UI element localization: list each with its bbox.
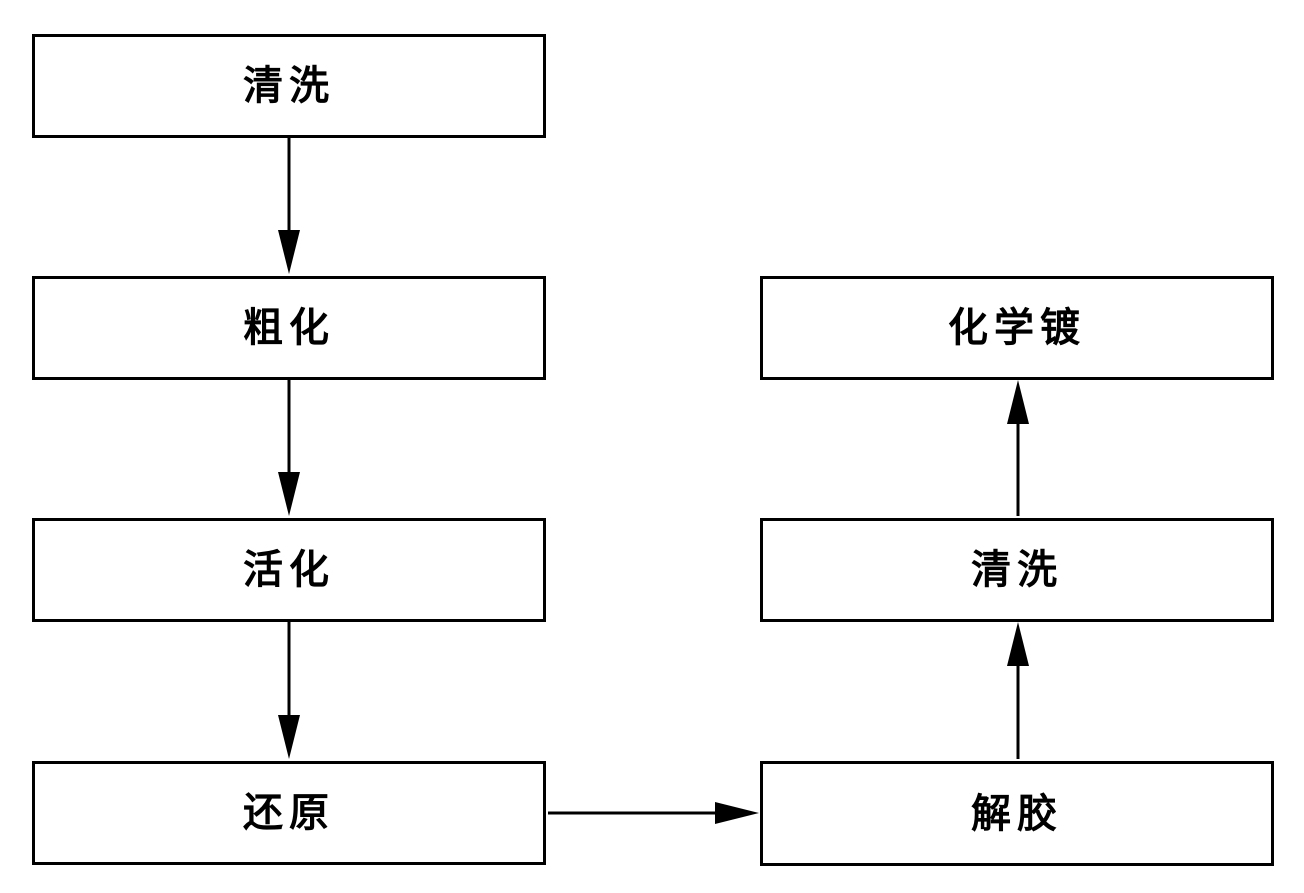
arrow-roughen-to-activate — [278, 380, 300, 516]
arrow-clean-to-roughen — [278, 138, 300, 274]
step-activate-label: 活化 — [243, 547, 335, 593]
step-activate-box: 活化 — [32, 518, 546, 622]
step-clean-label: 清洗 — [243, 63, 335, 109]
step-reduce-box: 还原 — [32, 761, 546, 865]
step-roughen-box: 粗化 — [32, 276, 546, 380]
arrow-degum-to-clean — [1007, 622, 1029, 759]
step-clean-2-label: 清洗 — [971, 547, 1063, 593]
arrow-reduce-to-degum — [548, 802, 759, 824]
step-degum-label: 解胶 — [971, 790, 1063, 837]
arrow-clean-to-plating — [1007, 380, 1029, 516]
step-clean-box: 清洗 — [32, 34, 546, 138]
step-reduce-label: 还原 — [243, 790, 335, 836]
step-electroless-plating-label: 化学镀 — [948, 305, 1086, 351]
step-clean-2-box: 清洗 — [760, 518, 1274, 622]
step-roughen-label: 粗化 — [243, 305, 335, 351]
arrow-activate-to-reduce — [278, 622, 300, 759]
step-electroless-plating-box: 化学镀 — [760, 276, 1274, 380]
step-degum-box: 解胶 — [760, 761, 1274, 866]
